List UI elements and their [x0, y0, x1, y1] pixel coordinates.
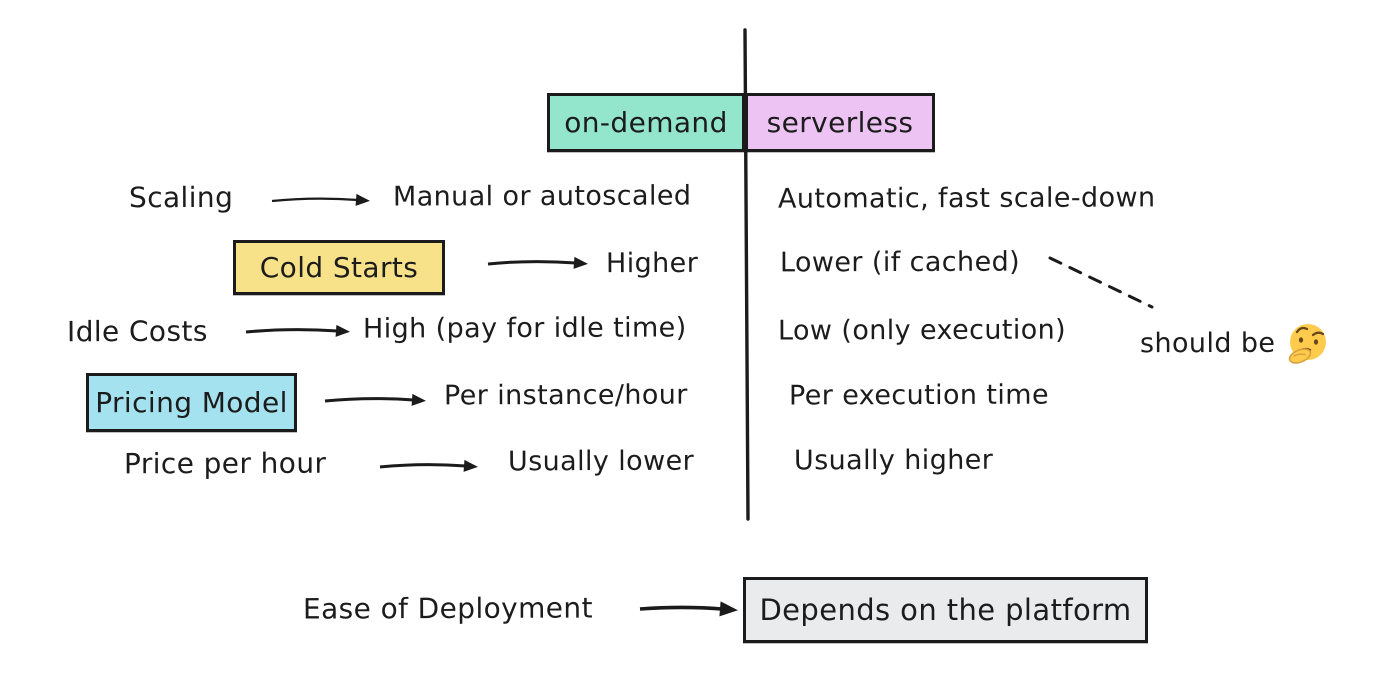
row-price-per-hour-ondemand-value: Usually lower: [507, 445, 695, 478]
column-header-serverless: serverless: [745, 93, 935, 152]
row-pricing-model-ondemand-value: Per instance/hour: [443, 379, 688, 412]
annotation-should-be: should be: [1140, 320, 1331, 366]
row-cold-starts-serverless-value: Lower (if cached): [779, 246, 1021, 279]
column-header-on-demand-label: on-demand: [564, 106, 728, 139]
row-pricing-model-attribute: Pricing Model: [95, 386, 288, 419]
row-idle-costs-attribute: Idle Costs: [66, 314, 208, 349]
thinking-face-emoji: [1289, 324, 1327, 364]
arrow-pricing-model: [324, 393, 426, 406]
row-cold-starts-attribute-box: Cold Starts: [233, 240, 445, 295]
row-scaling-ondemand-value: Manual or autoscaled: [392, 180, 692, 213]
footer-attribute: Ease of Deployment: [302, 591, 593, 626]
row-pricing-model-serverless-value: Per execution time: [788, 379, 1050, 412]
row-price-per-hour-attribute: Price per hour: [123, 446, 327, 481]
row-pricing-model-attribute-box: Pricing Model: [86, 373, 297, 432]
row-idle-costs-serverless-value: Low (only execution): [777, 314, 1067, 347]
arrow-price-per-hour: [379, 459, 478, 472]
row-price-per-hour-serverless-value: Usually higher: [793, 444, 994, 477]
row-idle-costs-ondemand-value: High (pay for idle time): [362, 312, 687, 345]
row-scaling-attribute: Scaling: [128, 180, 234, 215]
column-header-on-demand: on-demand: [547, 93, 745, 152]
row-cold-starts-attribute: Cold Starts: [259, 251, 419, 284]
row-cold-starts-ondemand-value: Higher: [605, 247, 699, 280]
column-header-serverless-label: serverless: [766, 106, 914, 139]
row-scaling-serverless-value: Automatic, fast scale-down: [777, 182, 1156, 215]
footer-value: Depends on the platform: [759, 593, 1132, 627]
annotation-dashed-line: [1048, 256, 1154, 309]
arrow-ease-of-deployment: [639, 601, 738, 617]
arrow-cold-starts: [487, 256, 588, 269]
arrow-scaling: [271, 193, 370, 206]
annotation-text: should be: [1139, 327, 1276, 359]
footer-value-box: Depends on the platform: [743, 577, 1148, 643]
arrow-idle-costs: [245, 324, 350, 337]
